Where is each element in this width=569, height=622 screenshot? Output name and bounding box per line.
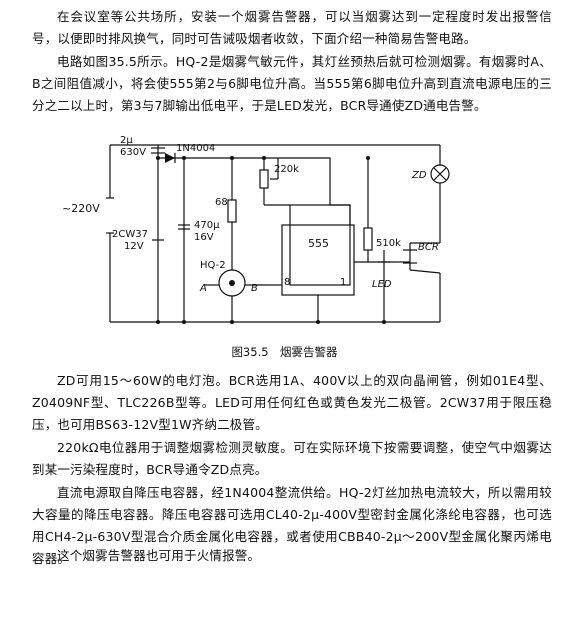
node-b-label: B	[251, 283, 258, 294]
filter-cap-voltage-label: 16V	[194, 232, 214, 243]
zener-label: 2CW37	[112, 229, 148, 240]
circuit-description-paragraph: 电路如图35.5所示。HQ-2是烟雾气敏元件，其灯丝预热后就可检测烟雾。有烟雾时…	[32, 54, 552, 113]
intro-paragraph: 在会议室等公共场所，安装一个烟雾告警器，可以当烟雾达到一定程度时发出报警信号，以…	[32, 9, 552, 46]
components-paragraph: ZD可用15～60W的电灯泡。BCR选用1A、400V以上的双向晶闸管，例如01…	[32, 373, 552, 432]
sensor-label: HQ-2	[200, 260, 226, 271]
ic-555-label: 555	[308, 237, 329, 250]
led-label: LED	[372, 279, 392, 290]
bcr-label: BCR	[418, 242, 439, 253]
node-a-label: A	[199, 283, 207, 294]
lamp-label: ZD	[411, 170, 427, 181]
zener-voltage-label: 12V	[124, 241, 144, 252]
cap-voltage-label: 630V	[120, 147, 146, 158]
pin-8-label: 8	[284, 277, 290, 288]
sensitivity-paragraph: 220kΩ电位器用于调整烟雾检测灵敏度。可在实际环境下按需要调整，使空气中烟雾达…	[32, 440, 552, 477]
power-supply-paragraph: 直流电源取自降压电容器，经1N4004整流供给。HQ-2灯丝加热电流较大，所以需…	[32, 485, 552, 566]
mains-label: ~220V	[62, 202, 100, 215]
pin-1-label: 1	[340, 277, 346, 288]
diode-label: 1N4004	[176, 143, 215, 154]
filter-cap-label: 470μ	[194, 220, 220, 231]
pot-label: 220k	[274, 164, 299, 175]
closing-paragraph: 这个烟雾告警器也可用于火情报警。	[57, 548, 261, 563]
figure-caption: 图35.5 烟雾告警器	[231, 345, 338, 359]
cap-value-label: 2μ	[120, 135, 133, 146]
resistor-510k-label: 510k	[376, 238, 401, 249]
resistor-68-label: 68	[215, 197, 228, 208]
